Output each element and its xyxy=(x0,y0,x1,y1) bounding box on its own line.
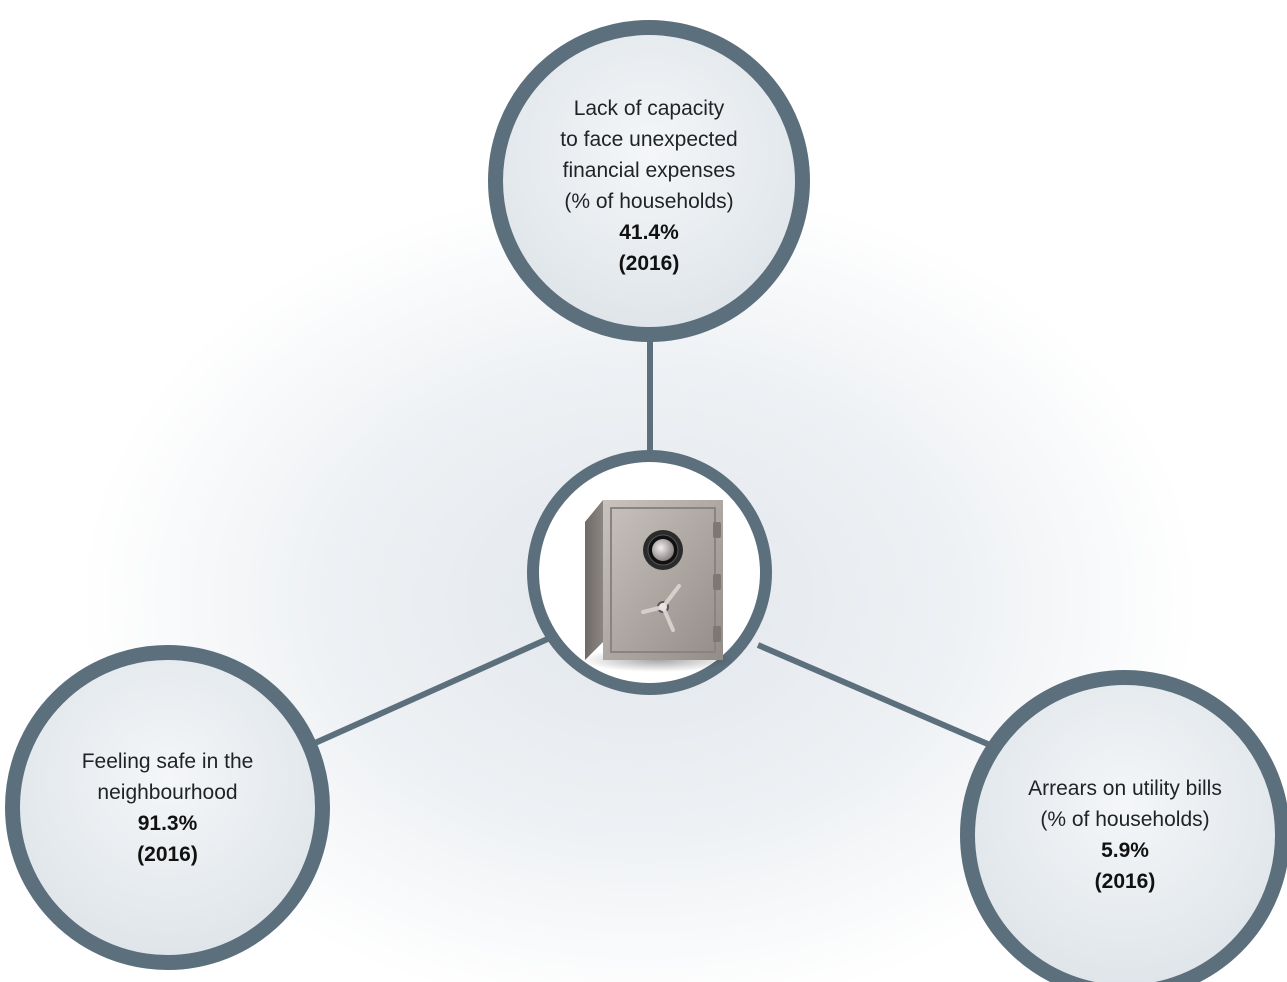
connector-right xyxy=(756,642,992,748)
bubble-feeling-safe: Feeling safe in the neighbourhood 91.3% … xyxy=(5,645,330,970)
bubble-year: (2016) xyxy=(1094,870,1156,893)
bubble-value: 5.9% xyxy=(1101,839,1149,862)
connector-left xyxy=(313,634,554,746)
bubble-value: 41.4% xyxy=(619,221,679,244)
bubble-value: 91.3% xyxy=(137,811,198,835)
bubble-year: (2016) xyxy=(618,252,680,275)
center-node xyxy=(527,450,772,695)
bubble-utility-arrears: Arrears on utility bills (% of household… xyxy=(960,670,1287,982)
bubble-financial-expenses: Lack of capacity to face unexpected fina… xyxy=(488,20,810,342)
bubble-label: Arrears on utility bills (% of household… xyxy=(1028,777,1222,831)
bubble-label: Lack of capacity to face unexpected fina… xyxy=(560,97,738,213)
bubble-year: (2016) xyxy=(137,842,198,866)
bubble-label: Feeling safe in the neighbourhood xyxy=(81,749,254,804)
safe-icon xyxy=(580,500,733,672)
